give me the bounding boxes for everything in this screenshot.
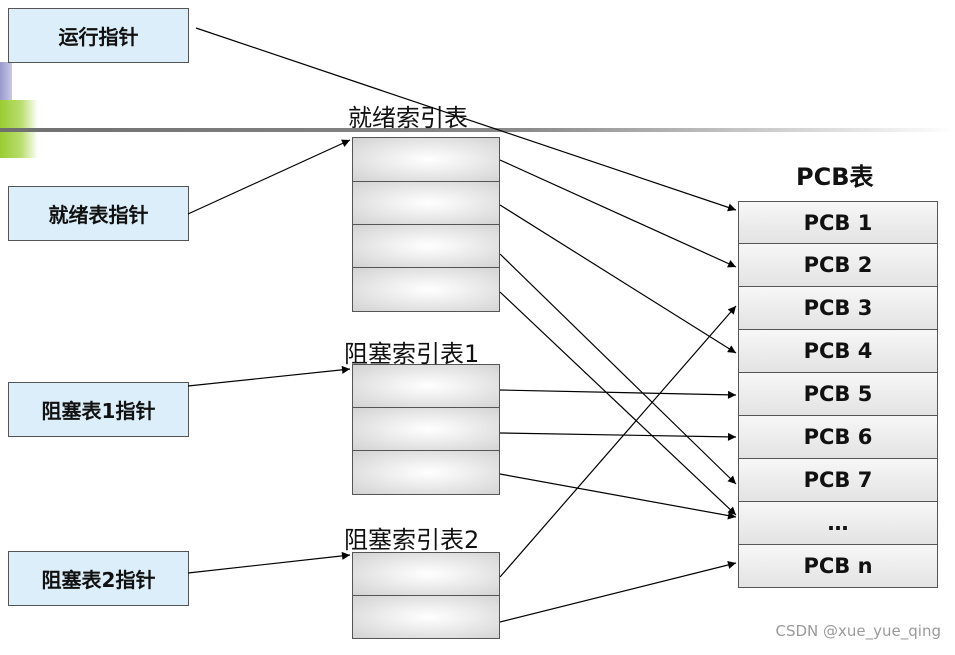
pcb-row-1: PCB 1 [738,201,938,244]
watermark: CSDN @xue_yue_qing [775,622,941,640]
pcb-row-ellipsis: … [738,502,938,545]
ready-index-cell [352,182,500,225]
ready-index-cell [352,137,500,182]
arrow-ready-cell1-to-pcb2 [499,159,737,268]
arrow-blocked1-cell2-to-pcb6 [499,432,737,441]
arrow-blocked2-cell1-to-pcb3 [499,305,737,578]
ready-table-pointer-label: 就绪表指针 [48,203,149,227]
arrow-ready-pointer-to-index [187,139,351,215]
blocked-table-1-pointer-box: 阻塞表1指针 [8,382,189,437]
ready-index-table-title: 就绪索引表 [348,104,468,132]
arrow-blocked1-cell3-to-ellipsis [499,473,737,520]
pcb-row-4: PCB 4 [738,330,938,373]
run-pointer-box: 运行指针 [8,8,189,63]
arrow-ready-cell3-to-pcb7 [499,253,737,485]
pcb-row-6: PCB 6 [738,416,938,459]
arrow-run-to-pcb1 [195,27,737,212]
blocked-index-1-cell [352,408,500,451]
ready-index-cell [352,225,500,268]
pcb-row-5: PCB 5 [738,373,938,416]
arrow-blocked1-pointer-to-index [187,365,351,387]
arrow-blocked2-cell2-to-pcbn [499,561,737,623]
decor-purple-bar [0,62,12,100]
blocked-index-table-1-title: 阻塞索引表1 [344,340,480,368]
blocked-index-1-cell [352,364,500,408]
pcb-row-3: PCB 3 [738,287,938,330]
blocked-index-2-cell [352,552,500,596]
pcb-row-7: PCB 7 [738,459,938,502]
blocked-index-table-2 [352,552,500,639]
arrow-ready-cell4-to-ellipsis [499,291,737,516]
ready-table-pointer-box: 就绪表指针 [8,186,189,241]
decor-horizontal-rule [0,128,955,132]
blocked-table-2-pointer-label: 阻塞表2指针 [41,568,156,592]
pcb-table-title: PCB表 [796,163,874,191]
blocked-table-1-pointer-label: 阻塞表1指针 [41,399,156,423]
arrow-ready-cell2-to-pcb4 [499,204,737,354]
blocked-table-2-pointer-box: 阻塞表2指针 [8,551,189,606]
blocked-index-table-1 [352,364,500,495]
blocked-index-1-cell [352,451,500,495]
run-pointer-label: 运行指针 [58,25,139,49]
ready-index-cell [352,268,500,312]
pcb-row-2: PCB 2 [738,244,938,287]
arrow-blocked1-cell1-to-pcb5 [499,389,737,399]
blocked-index-2-cell [352,596,500,639]
arrow-blocked2-pointer-to-index [187,551,351,574]
blocked-index-table-2-title: 阻塞索引表2 [344,526,480,554]
ready-index-table [352,137,500,312]
pcb-row-n: PCB n [738,545,938,588]
pcb-table: PCB 1 PCB 2 PCB 3 PCB 4 PCB 5 PCB 6 PCB … [738,201,938,588]
